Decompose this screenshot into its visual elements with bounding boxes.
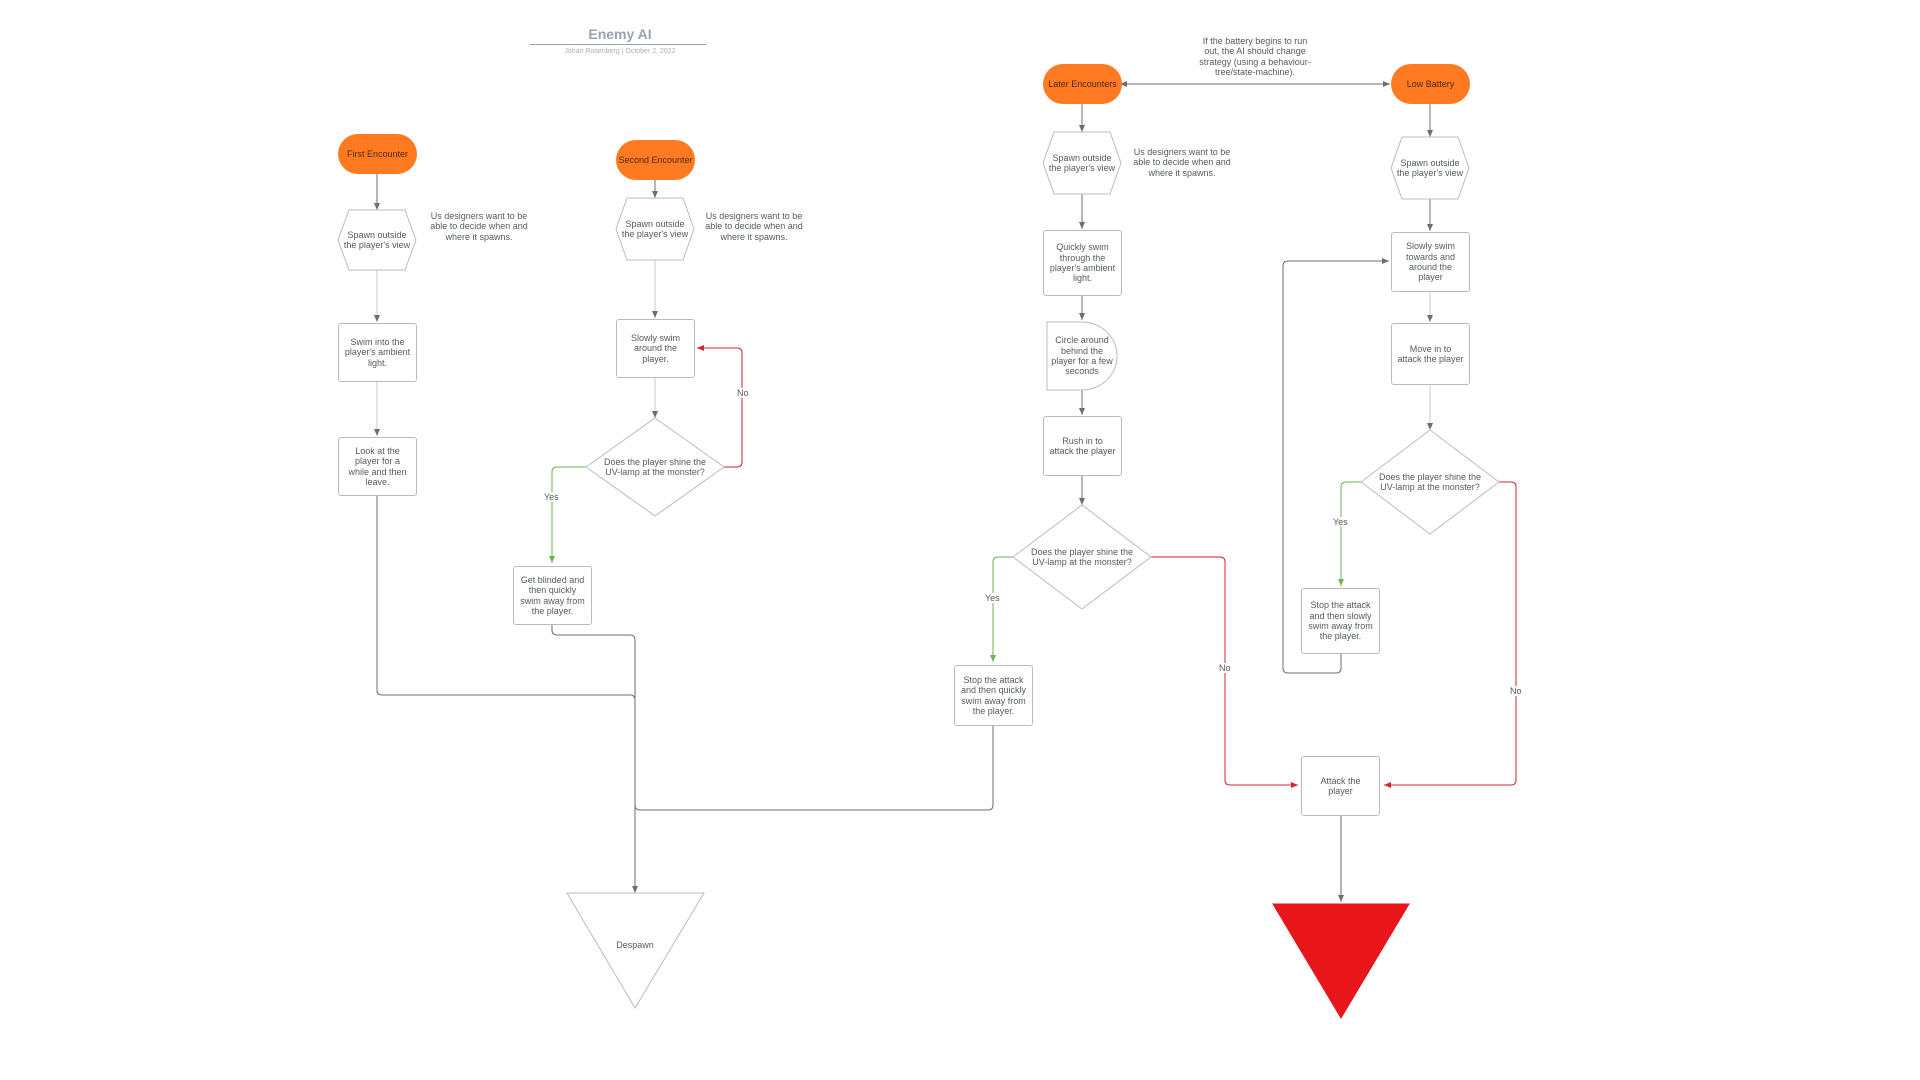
second-blinded-box[interactable]: Get blinded and then quickly swim away f… [513,566,592,625]
later-rush-box[interactable]: Rush in to attack the player [1043,416,1122,476]
second-spawn-hexagon[interactable] [615,197,695,261]
title-divider [530,44,706,45]
battery-stop-box[interactable]: Stop the attack and then slowly swim awa… [1301,588,1380,654]
spawn-note-first: Us designers want to be able to decide w… [430,211,528,242]
later-spawn-hexagon[interactable] [1042,131,1122,195]
edge-second-yes [549,466,587,563]
edge-label-second-no: No [735,388,751,398]
battery-spawn-label: Spawn outside the player's view [1396,157,1464,178]
battery-swim-box[interactable]: Slowly swim towards and around the playe… [1391,232,1470,292]
edge-second-no [697,345,743,468]
first-spawn-label: Spawn outside the player's view [343,229,411,250]
first-encounter-start[interactable]: First Encounter [338,134,417,174]
despawn-label: Despawn [616,939,654,950]
later-decision-diamond[interactable] [1012,504,1152,610]
despawn-triangle[interactable] [566,892,705,1009]
battery-decision-diamond[interactable] [1360,429,1500,535]
end-red-triangle[interactable] [1272,903,1410,1019]
later-encounters-start[interactable]: Later Encounters [1043,64,1122,104]
battery-note: If the battery begins to run out, the AI… [1199,36,1311,78]
second-decision-diamond[interactable] [585,417,725,517]
later-decision-label: Does the player shine the UV-lamp at the… [1030,546,1134,567]
edge-stop-to-despawn [634,726,994,811]
spawn-note-second: Us designers want to be able to decide w… [705,211,803,242]
second-decision-label: Does the player shine the UV-lamp at the… [603,456,707,477]
edge-first-to-despawn [376,496,638,893]
battery-decision-label: Does the player shine the UV-lamp at the… [1378,471,1482,492]
edge-label-second-yes: Yes [542,492,561,502]
edge-battery-loop [1282,258,1389,674]
first-spawn-hexagon[interactable] [337,209,417,271]
later-swim-box[interactable]: Quickly swim through the player's ambien… [1043,230,1122,296]
first-swim-box[interactable]: Swim into the player's ambient light. [338,323,417,382]
later-circle-label: Circle around behind the player for a fe… [1051,335,1113,377]
second-spawn-label: Spawn outside the player's view [621,218,689,239]
edge-label-battery-no: No [1508,686,1524,696]
edge-label-later-yes: Yes [983,593,1002,603]
edge-label-later-no: No [1217,663,1233,673]
edge-label-battery-yes: Yes [1331,517,1350,527]
spawn-note-later: Us designers want to be able to decide w… [1133,147,1231,178]
battery-move-box[interactable]: Move in to attack the player [1391,323,1470,385]
page-title: Enemy AI [588,26,652,42]
low-battery-start[interactable]: Low Battery [1391,64,1470,104]
second-swim-box[interactable]: Slowly swim around the player. [616,319,695,378]
battery-spawn-hexagon[interactable] [1390,136,1470,200]
edge-battery-no [1384,481,1517,788]
page-subtitle: Johan Rosenberg | October 2, 2022 [564,48,676,55]
later-stop-box[interactable]: Stop the attack and then quickly swim aw… [954,665,1033,726]
second-encounter-start[interactable]: Second Encounter [616,140,695,180]
first-look-box[interactable]: Look at the player for a while and then … [338,437,417,496]
attack-box[interactable]: Attack the player [1301,756,1380,816]
later-spawn-label: Spawn outside the player's view [1048,152,1116,173]
edge-battery-yes [1338,481,1362,586]
later-circle-delay-shape[interactable] [1046,321,1118,391]
edge-blinded-to-despawn [551,625,636,893]
edge-later-yes [990,556,1013,662]
